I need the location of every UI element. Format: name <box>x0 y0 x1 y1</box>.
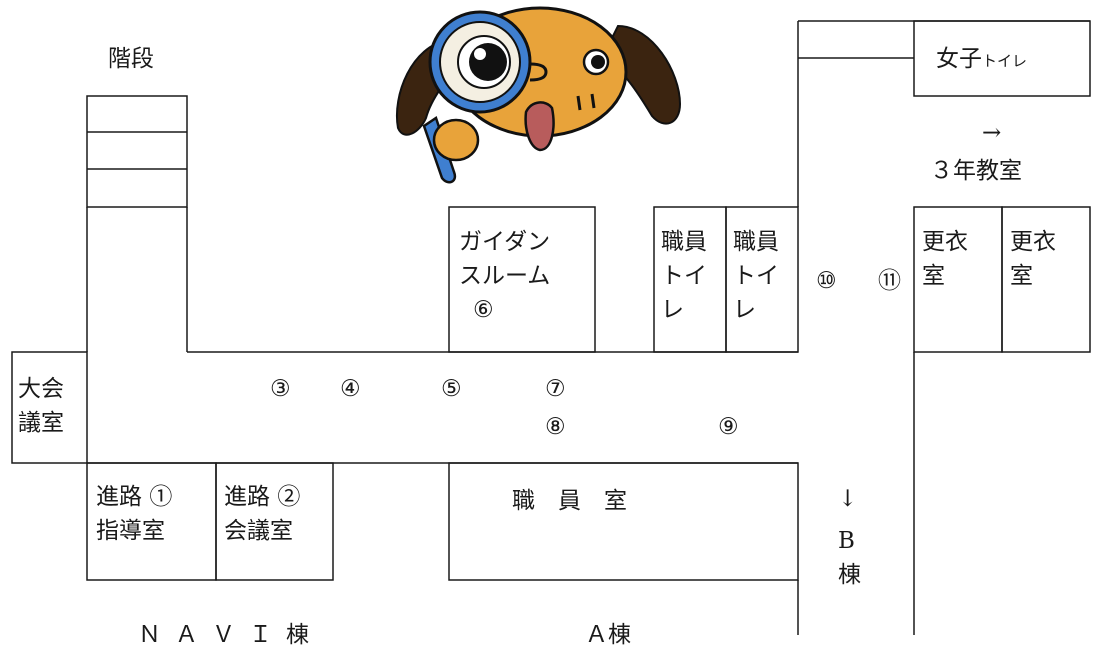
changing-room-2-label: 更衣 室 <box>1010 229 1056 289</box>
girls-toilet-box <box>913 20 1091 97</box>
girls-toilet-label: 女子トイレ <box>936 46 1028 72</box>
a-building-label: Ａ棟 <box>585 622 631 648</box>
guidance-room-label: ガイダン スルーム ⑥ <box>459 225 550 327</box>
b-building-label: B 棟 <box>838 528 861 588</box>
marker-1: ① <box>149 484 173 510</box>
marker-4: ④ <box>340 376 361 402</box>
large-meeting-room-box <box>11 351 88 464</box>
career-meeting-room-label: 進路 ② 会議室 <box>224 484 301 544</box>
to-3rd-year-arrow: → <box>982 120 1002 146</box>
stairs-label: 階段 <box>108 46 154 72</box>
staff-room-box <box>448 462 799 581</box>
marker-10: ⑩ <box>816 268 837 294</box>
marker-8: ⑧ <box>545 414 566 440</box>
guidance-room-box <box>448 206 596 353</box>
stairs-box <box>86 95 188 208</box>
career-meeting-room-box <box>215 462 334 581</box>
marker-2: ② <box>277 484 301 510</box>
staff-toilet-1-label: 職員 トイ レ <box>661 229 707 323</box>
marker-7: ⑦ <box>545 376 566 402</box>
changing-room-1-label: 更衣 室 <box>922 229 968 289</box>
marker-11: ⑪ <box>878 268 901 294</box>
career-guidance-room-label: 進路 ① 指導室 <box>96 484 173 544</box>
floor-walls <box>11 20 1091 635</box>
marker-6: ⑥ <box>473 297 494 323</box>
marker-9: ⑨ <box>718 414 739 440</box>
staff-toilet-2-label: 職員 トイ レ <box>733 229 779 323</box>
changing-room-2-box <box>1001 206 1091 353</box>
mascot-dog-icon <box>396 6 682 184</box>
to-b-building-arrow: ↓ <box>838 486 858 512</box>
large-meeting-room-label: 大会 議室 <box>18 376 64 436</box>
navi-building-label: ＮＡＶＩ棟 <box>138 622 323 648</box>
to-3rd-year-label: ３年教室 <box>930 158 1022 184</box>
marker-5: ⑤ <box>441 376 462 402</box>
staff-toilet-2-box <box>725 206 799 353</box>
marker-3: ③ <box>270 376 291 402</box>
staff-room-label: 職 員 室 <box>512 488 627 514</box>
